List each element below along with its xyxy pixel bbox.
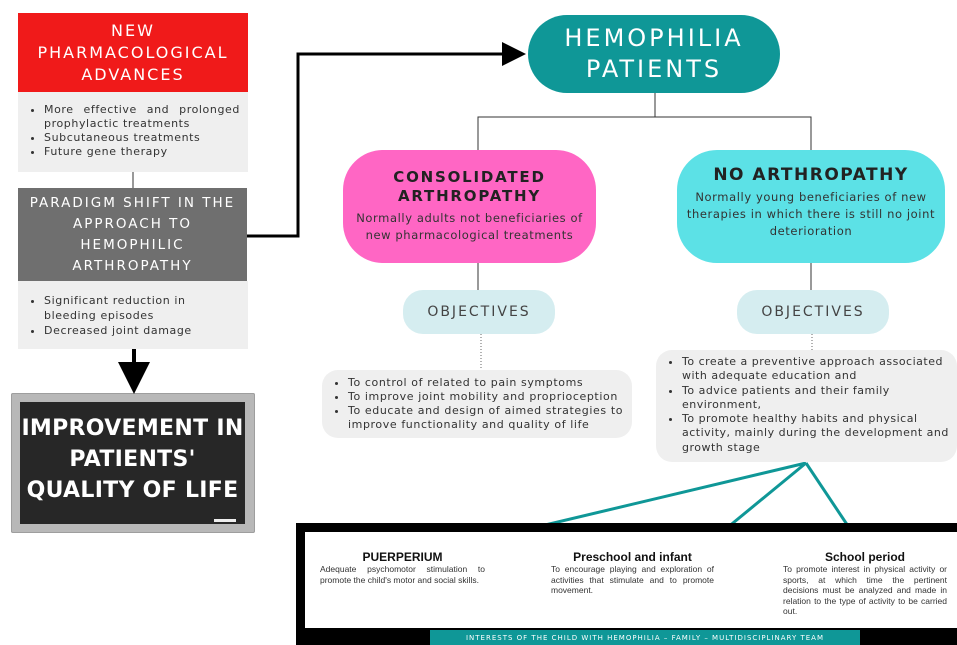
- chalk-piece: [214, 519, 236, 522]
- interests-banner: INTERESTS OF THE CHILD WITH HEMOPHILIA –…: [430, 630, 860, 645]
- no-arthropathy-subtitle: Normally young beneficiaries of new ther…: [686, 190, 936, 238]
- stage-title: Preschool and infant: [573, 550, 692, 564]
- list-item: More effective and prolonged prophylacti…: [44, 103, 240, 131]
- paradigm-shift-list: Significant reduction in bleeding episod…: [18, 281, 248, 349]
- objectives-pill-no-arthropathy: OBJECTIVES: [737, 290, 889, 334]
- chalkboard: [20, 402, 245, 524]
- paradigm-shift-box: PARADIGM SHIFT IN THE APPROACH TO HEMOPH…: [18, 188, 247, 281]
- stage-puerperium: PUERPERIUM Adequate psychomotor stimulat…: [320, 550, 485, 585]
- tree-connector: [477, 93, 656, 150]
- objectives-pill-consolidated: OBJECTIVES: [403, 290, 555, 334]
- list-item: To promote healthy habits and physical a…: [682, 412, 953, 455]
- hemophilia-patients-title: HEMOPHILIA PATIENTS: [564, 24, 744, 83]
- improvement-title: IMPROVEMENT IN PATIENTS' QUALITY OF LIFE: [21, 416, 244, 503]
- new-advances-box: NEW PHARMACOLOGICAL ADVANCES: [18, 13, 248, 92]
- new-advances-title: NEW PHARMACOLOGICAL ADVANCES: [37, 20, 229, 84]
- list-item: Subcutaneous treatments: [44, 131, 240, 145]
- stage-preschool: Preschool and infant To encourage playin…: [551, 550, 714, 596]
- interests-banner-text: INTERESTS OF THE CHILD WITH HEMOPHILIA –…: [465, 633, 824, 642]
- arrow-to-patients: [247, 42, 526, 238]
- consolidated-arthropathy-box: CONSOLIDATED ARTHROPATHY Normally adults…: [343, 150, 596, 263]
- hemophilia-patients-box: HEMOPHILIA PATIENTS: [528, 15, 780, 93]
- stages-panel: [305, 532, 957, 628]
- new-advances-list: More effective and prolonged prophylacti…: [18, 92, 248, 172]
- stage-text: Adequate psychomotor stimulation to prom…: [320, 564, 485, 585]
- list-item: Future gene therapy: [44, 145, 240, 159]
- stage-text: To promote interest in physical activity…: [783, 564, 947, 616]
- tree-connector: [655, 116, 812, 150]
- list-item: To control of related to pain symptoms: [348, 376, 626, 390]
- stage-title: School period: [824, 550, 905, 564]
- objectives-label: OBJECTIVES: [761, 304, 865, 320]
- list-item: To educate and design of aimed strategie…: [348, 404, 626, 432]
- consolidated-title: CONSOLIDATED ARTHROPATHY: [393, 168, 546, 205]
- paradigm-shift-title: PARADIGM SHIFT IN THE APPROACH TO HEMOPH…: [29, 194, 236, 274]
- stage-school: School period To promote interest in phy…: [783, 550, 947, 617]
- list-item: To create a preventive approach associat…: [682, 355, 953, 384]
- list-item: To advice patients and their family envi…: [682, 384, 953, 413]
- no-arthropathy-title: NO ARTHROPATHY: [713, 165, 909, 185]
- stage-title: PUERPERIUM: [362, 550, 443, 564]
- no-arthropathy-box: NO ARTHROPATHY Normally young beneficiar…: [677, 150, 945, 263]
- list-item: Decreased joint damage: [44, 323, 240, 338]
- list-item: To improve joint mobility and propriocep…: [348, 390, 626, 404]
- stage-text: To encourage playing and exploration of …: [551, 564, 714, 595]
- consolidated-objectives-list: To control of related to pain symptoms T…: [322, 370, 632, 438]
- list-item: Significant reduction in bleeding episod…: [44, 293, 240, 323]
- objectives-label: OBJECTIVES: [427, 304, 531, 320]
- consolidated-subtitle: Normally adults not beneficiaries of new…: [356, 211, 583, 242]
- no-arthropathy-objectives-list: To create a preventive approach associat…: [656, 350, 957, 462]
